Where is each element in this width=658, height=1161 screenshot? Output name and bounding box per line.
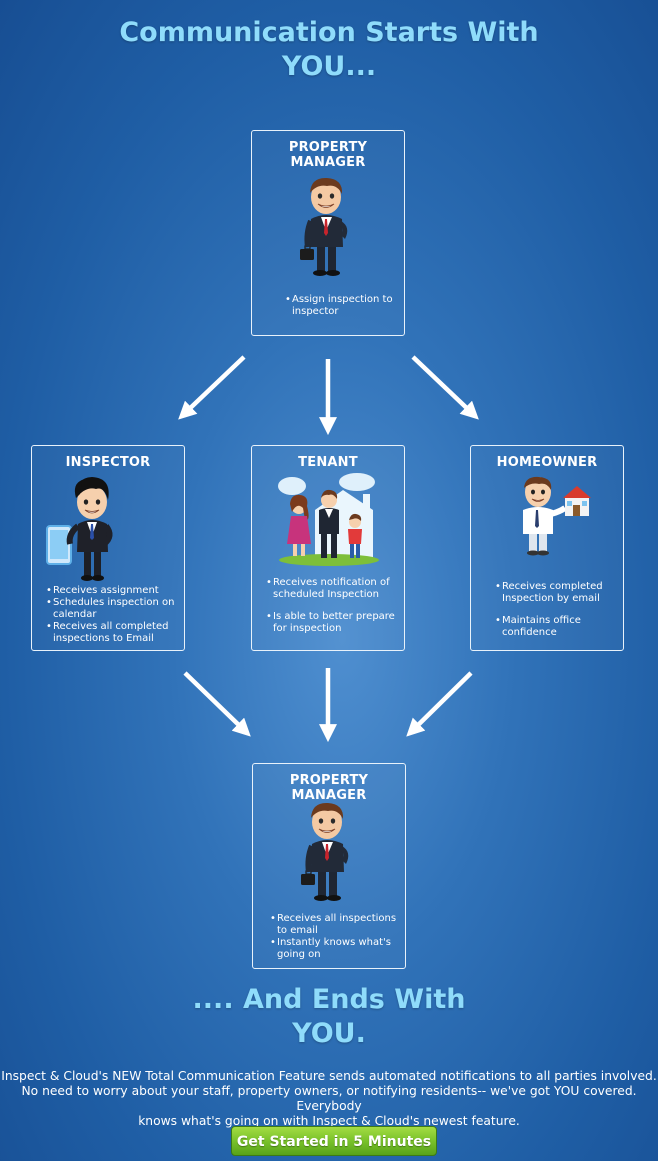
closing-heading-line2: YOU. (292, 1018, 366, 1049)
description-line: Inspect & Cloud's NEW Total Communicatio… (1, 1069, 657, 1083)
family-house-illustration (278, 473, 379, 566)
bullet: Receives notification of scheduled Inspe… (266, 577, 402, 601)
homeowner-with-house-illustration (523, 476, 591, 556)
box-property-manager-top: PROPERTY MANAGER Assign inspection to in… (251, 130, 405, 336)
bullet: Is able to better prepare for inspection (266, 611, 402, 635)
arrow-homeowner-to-manager (406, 671, 473, 737)
businessman-illustration (300, 177, 348, 276)
description-line: No need to worry about your staff, prope… (21, 1084, 637, 1113)
inspector-with-tablet-illustration (46, 477, 113, 581)
arrow-manager-to-homeowner (411, 355, 479, 420)
page-title: Communication Starts With YOU... (0, 16, 658, 84)
bullet: Receives all inspections to email (270, 913, 400, 937)
bullet: Schedules inspection on calendar (46, 597, 182, 621)
bullet: Maintains office confidence (495, 615, 621, 639)
businessman-illustration (301, 802, 349, 901)
box-tenant: TENANT Receives notification of schedule… (251, 445, 405, 651)
box-title: PROPERTY MANAGER (289, 773, 369, 803)
arrow-manager-to-inspector (178, 355, 246, 420)
box-bullets: Receives completed Inspection by email M… (495, 581, 621, 639)
page-title-line1: Communication Starts With (119, 17, 539, 48)
arrow-inspector-to-manager (183, 671, 251, 737)
page-title-line2: YOU... (281, 51, 377, 82)
bullet: Receives all completed inspections to Em… (46, 621, 182, 645)
box-inspector: INSPECTOR Receives assignment Schedules … (31, 445, 185, 651)
bullet: Instantly knows what's going on (270, 937, 400, 961)
bullet: Receives completed Inspection by email (495, 581, 621, 605)
bullet: Assign inspection to inspector (285, 294, 395, 318)
feature-description: Inspect & Cloud's NEW Total Communicatio… (0, 1069, 658, 1129)
box-property-manager-bottom: PROPERTY MANAGER Receives all inspection… (252, 763, 406, 969)
bullet: Receives assignment (46, 585, 182, 597)
box-bullets: Assign inspection to inspector (285, 294, 395, 318)
box-bullets: Receives notification of scheduled Inspe… (266, 577, 402, 635)
box-title: INSPECTOR (65, 455, 151, 470)
closing-heading-line1: .... And Ends With (192, 984, 466, 1015)
closing-heading: .... And Ends With YOU. (0, 983, 658, 1051)
box-title: TENANT (298, 455, 358, 470)
box-homeowner: HOMEOWNER Receives completed Inspection … (470, 445, 624, 651)
box-bullets: Receives all inspections to email Instan… (270, 913, 400, 961)
box-title: HOMEOWNER (496, 455, 598, 470)
get-started-button[interactable]: Get Started in 5 Minutes (231, 1126, 437, 1156)
box-title: PROPERTY MANAGER (288, 140, 368, 170)
description-line: knows what's going on with Inspect & Clo… (138, 1114, 520, 1128)
box-bullets: Receives assignment Schedules inspection… (46, 585, 182, 645)
